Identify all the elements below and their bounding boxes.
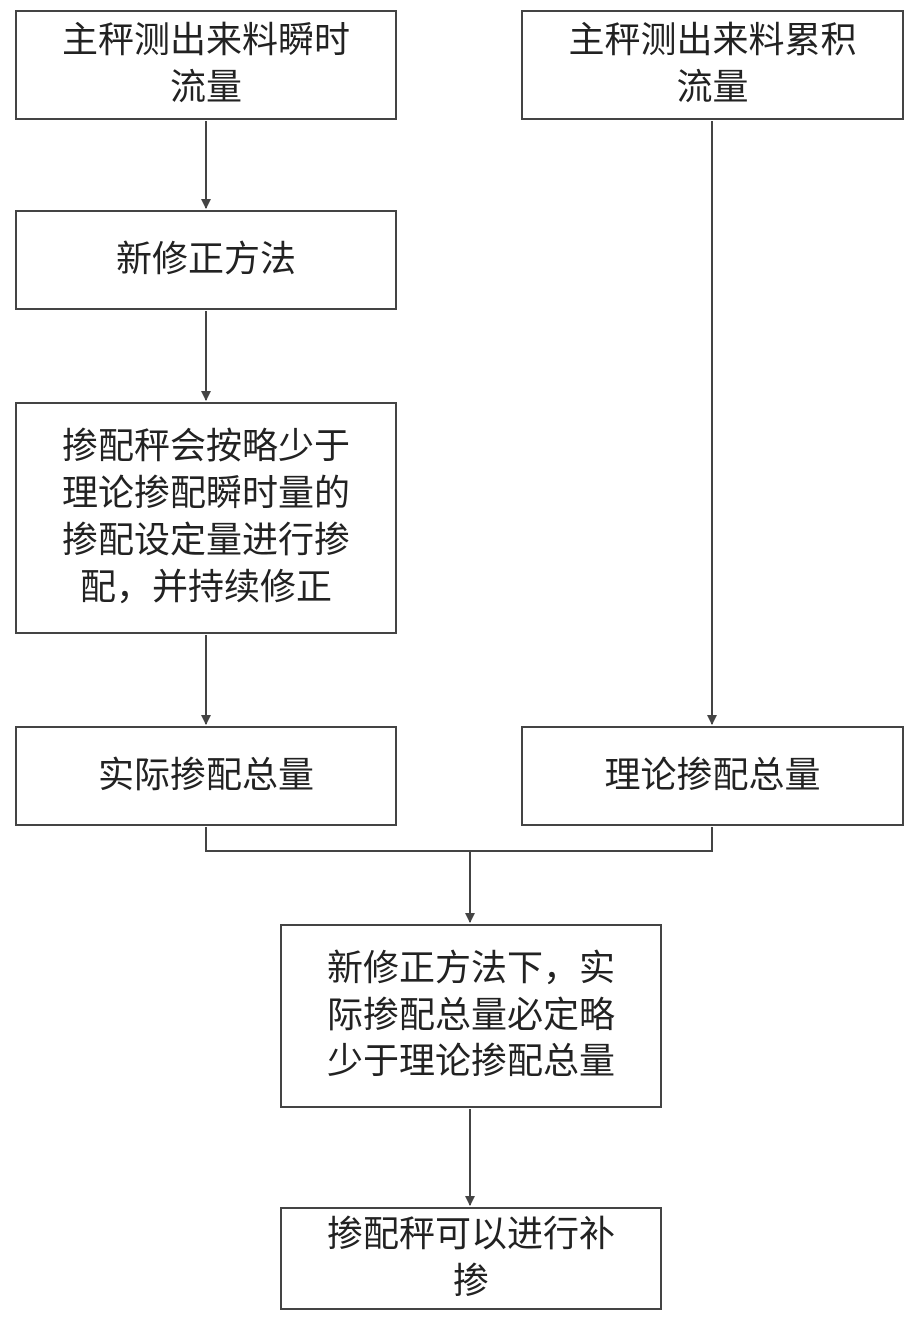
node-main-scale-instant-flow: 主秤测出来料瞬时 流量: [15, 10, 397, 120]
node-text-line: 理论掺配瞬时量的: [61, 473, 350, 515]
node-conclusion: 新修正方法下，实 际掺配总量必定略 少于理论掺配总量: [280, 924, 662, 1108]
node-text-line: 掺配秤可以进行补: [326, 1213, 615, 1255]
node-text-line: 掺: [452, 1260, 489, 1302]
node-text-line: 流量: [169, 67, 242, 108]
node-supplementary-blending: 掺配秤可以进行补 掺: [280, 1207, 662, 1310]
node-text-line: 新修正方法: [115, 238, 296, 280]
node-text-line: 实际掺配总量: [97, 754, 314, 796]
node-text-line: 少于理论掺配总量: [326, 1041, 615, 1083]
node-text-line: 流量: [676, 67, 749, 108]
node-new-correction-method: 新修正方法: [15, 210, 397, 310]
node-theoretical-blending-total: 理论掺配总量: [521, 726, 904, 826]
node-blending-scale-setpoint: 掺配秤会按略少于 理论掺配瞬时量的 掺配设定量进行掺 配，并持续修正: [15, 402, 397, 634]
node-text-line: 新修正方法下，实: [326, 947, 615, 989]
node-text-line: 掺配秤会按略少于: [61, 426, 350, 468]
node-text-line: 主秤测出来料累积: [568, 20, 857, 62]
node-text-line: 配，并持续修正: [79, 566, 332, 608]
node-text-line: 掺配设定量进行掺: [61, 520, 350, 561]
node-actual-blending-total: 实际掺配总量: [15, 726, 397, 826]
merge-connector: [205, 827, 713, 852]
node-text-line: 际掺配总量必定略: [326, 994, 615, 1036]
node-main-scale-cumulative-flow: 主秤测出来料累积 流量: [521, 10, 904, 120]
node-text-line: 理论掺配总量: [604, 754, 821, 796]
node-text-line: 主秤测出来料瞬时: [61, 20, 350, 62]
